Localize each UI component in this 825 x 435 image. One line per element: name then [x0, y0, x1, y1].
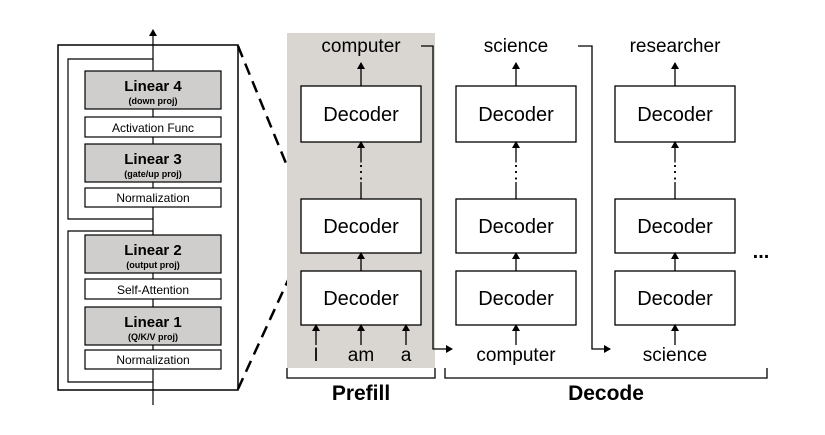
activation-func-box: [84, 116, 222, 138]
feedback-arrow-computer: [421, 45, 453, 353]
feedback-arrow-science: [578, 45, 611, 353]
linear-2-subtitle: (output proj): [126, 260, 179, 270]
decode-1-decoder-top: [455, 85, 577, 143]
decode-1-decoder-top-label: Decoder: [478, 104, 554, 126]
decode-step-1-input-token: computer: [476, 345, 556, 366]
prefill-output-token: computer: [321, 36, 401, 57]
linear-1-box: [84, 306, 222, 346]
decode-2-decoder-bottom: [614, 270, 736, 326]
decode-2-decoder-middle: [614, 198, 736, 254]
decode-1-vertical-dots: ⋮: [507, 162, 525, 182]
attention-residual-connection: [67, 230, 153, 383]
decode-2-decoder-bottom-label: Decoder: [637, 288, 713, 310]
normalization-box-upper: [84, 187, 222, 208]
self-attention-box: [84, 278, 222, 300]
prefill-decoder-middle-label: Decoder: [323, 216, 399, 238]
prefill-vertical-dots: ⋮: [352, 162, 370, 182]
decode-label: Decode: [568, 382, 644, 405]
prefill-input-token-3: a: [401, 345, 412, 366]
continuation-ellipsis: ...: [753, 241, 770, 263]
activation-func-label: Activation Func: [112, 121, 194, 135]
decode-1-decoder-middle-label: Decoder: [478, 216, 554, 238]
linear-1-subtitle: (Q/K/V proj): [128, 332, 178, 342]
normalization-box-lower: [84, 349, 222, 370]
prefill-label: Prefill: [332, 382, 390, 405]
prefill-input-token-1: I: [313, 345, 318, 366]
decode-1-decoder-bottom-label: Decoder: [478, 288, 554, 310]
prefill-column: computer Decoder ⋮ Decoder Decoder I am …: [287, 33, 435, 368]
linear-2-title: Linear 2: [124, 242, 182, 259]
decode-step-1: science Decoder ⋮ Decoder Decoder comput…: [455, 36, 577, 366]
linear-4-box: [84, 70, 222, 110]
linear-1-title: Linear 1: [124, 314, 182, 331]
prefill-decoder-bottom: [300, 270, 422, 326]
linear-3-subtitle: (gate/up proj): [124, 169, 182, 179]
linear-3-title: Linear 3: [124, 151, 182, 168]
normalization-label-lower: Normalization: [116, 353, 189, 367]
prefill-input-token-2: am: [348, 345, 374, 366]
ffn-residual-connection: [67, 58, 153, 220]
decode-step-2-output-token: researcher: [630, 36, 721, 57]
decode-2-decoder-middle-label: Decoder: [637, 216, 713, 238]
decode-brace: [444, 368, 768, 379]
prefill-decoder-bottom-label: Decoder: [323, 288, 399, 310]
decode-2-decoder-top-label: Decoder: [637, 104, 713, 126]
decode-step-2: researcher Decoder ⋮ Decoder Decoder sci…: [614, 36, 736, 366]
decode-1-decoder-middle: [455, 198, 577, 254]
prefill-decoder-top-label: Decoder: [323, 104, 399, 126]
prefill-decoder-top: [300, 85, 422, 143]
decode-1-decoder-bottom: [455, 270, 577, 326]
decode-2-vertical-dots: ⋮: [666, 162, 684, 182]
layer-detail-panel: Linear 4 (down proj) Activation Func Lin…: [57, 29, 239, 405]
decode-step-1-output-token: science: [484, 36, 548, 57]
linear-3-box: [84, 143, 222, 183]
linear-2-box: [84, 234, 222, 274]
decode-step-2-input-token: science: [643, 345, 707, 366]
prefill-decoder-middle: [300, 198, 422, 254]
normalization-label-upper: Normalization: [116, 191, 189, 205]
linear-4-subtitle: (down proj): [129, 96, 178, 106]
linear-4-title: Linear 4: [124, 78, 182, 95]
self-attention-label: Self-Attention: [117, 283, 189, 297]
prefill-brace: [286, 368, 436, 379]
